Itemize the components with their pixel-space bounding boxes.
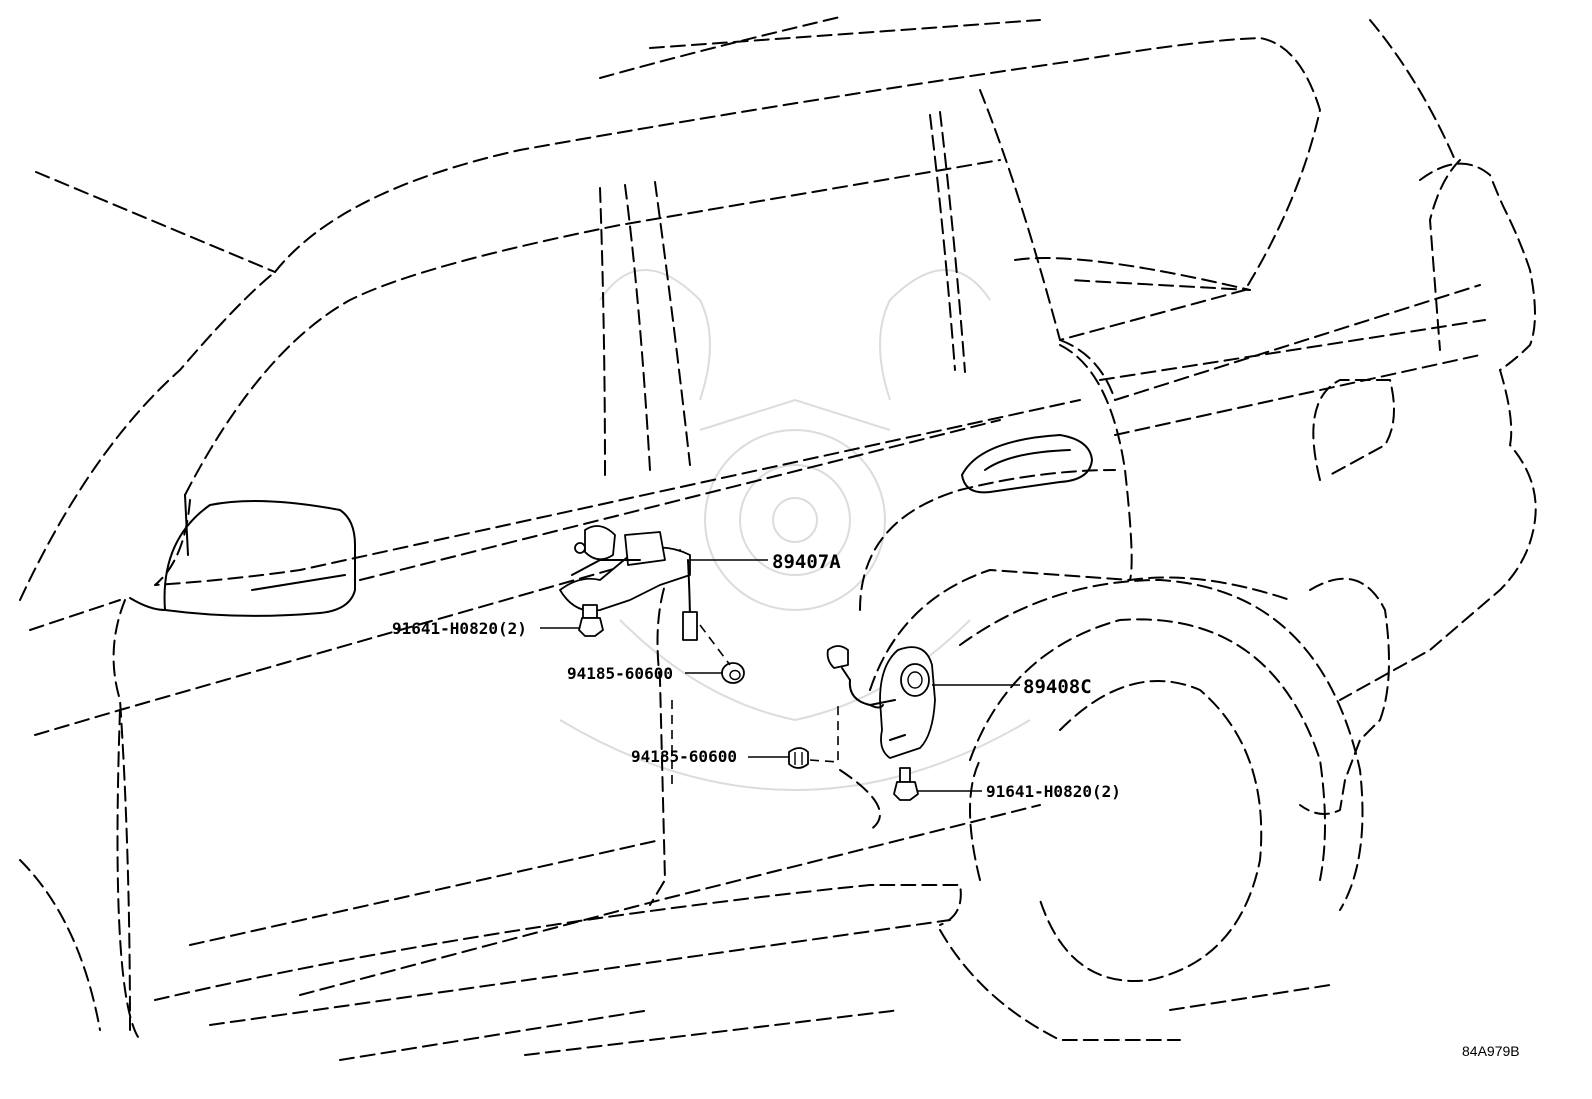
label-89408c: 89408C — [1023, 676, 1092, 698]
door-handle — [961, 434, 1093, 494]
height-sensor-rear — [826, 645, 936, 759]
nut-rear — [788, 747, 809, 769]
illustration-code: 84A979B — [1462, 1043, 1520, 1059]
bolt-rear — [893, 767, 919, 801]
height-sensor-front — [559, 525, 698, 641]
side-mirror — [129, 494, 356, 617]
nut-front — [721, 662, 745, 684]
vehicle-outline — [19, 16, 1537, 1061]
label-bolt-rear: 91641-H0820(2) — [986, 782, 1121, 801]
watermark-emblem — [559, 269, 1031, 791]
label-89407a: 89407A — [772, 551, 841, 573]
dashed-link-nut-front — [699, 624, 731, 666]
dashed-link-nut-rear — [809, 702, 839, 763]
label-nut-rear: 94185-60600 — [631, 747, 737, 766]
label-bolt-front: 91641-H0820(2) — [392, 619, 527, 638]
label-nut-front: 94185-60600 — [567, 664, 673, 683]
bolt-front — [578, 604, 604, 637]
